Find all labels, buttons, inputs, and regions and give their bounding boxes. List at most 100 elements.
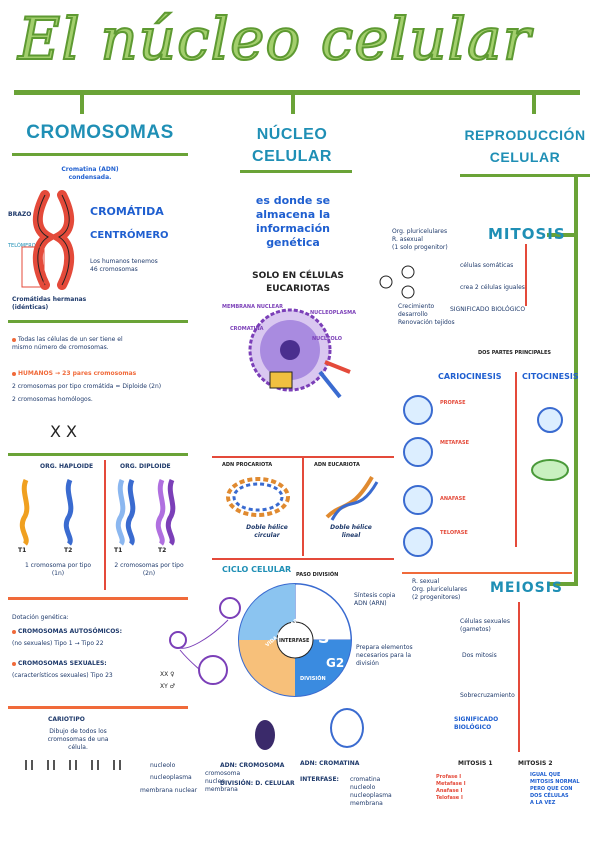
prepara-3: división (356, 660, 379, 667)
t2-label: T2 (64, 547, 73, 554)
divider (8, 597, 188, 600)
profase-label: PROFASE (440, 400, 466, 406)
mitosis1-label: MITOSIS 1 (458, 760, 493, 767)
meiosis-org: R. sexual Org. pluricelulares (2 progeni… (412, 578, 492, 602)
hermanas-label: Cromátidas hermanas (idénticas) (12, 296, 86, 312)
bullet-icon (12, 629, 16, 634)
autosomicos-text: CROMOSOMAS AUTOSÓMICOS: (18, 628, 123, 635)
divider (8, 320, 188, 323)
eucariotas-label: SOLO EN CÉLULAS EUCARIOTAS (248, 270, 348, 296)
divider-vertical (104, 460, 106, 590)
interfase-item-3: nucleoplasma (350, 792, 392, 799)
nucleo-def-4: genética (266, 236, 320, 249)
mitosis-title: MITOSIS (488, 225, 566, 243)
igual-3: PERO QUE CON (530, 786, 573, 792)
interfase-item-2: nucleolo (350, 784, 376, 791)
nucleus-diagram (248, 308, 351, 399)
paso-division: PASO DIVISIÓN (296, 572, 339, 578)
crecimiento-3: Renovación tejidos (398, 319, 455, 326)
diploide-caption-1: 2 cromosomas por tipo (114, 562, 184, 569)
interfase-title: INTERFASE: (300, 776, 339, 783)
nucleo-def: es donde se almacena la información gené… (238, 194, 348, 250)
section-repro-line1: REPRODUCCIÓN (464, 127, 586, 143)
meiosis-title: MEIOSIS (490, 580, 563, 596)
interfase-item-4: membrana (350, 800, 383, 807)
dos-mitosis: Dos mitosis (462, 652, 497, 659)
cariotipo-desc-1: Dibujo de todos los (49, 728, 107, 735)
fase-2: Metafase I (436, 781, 466, 787)
humanos-note-1: Los humanos tenemos (90, 258, 158, 265)
note1-line2: mismo número de cromosomas. (12, 344, 109, 351)
igual-1: IGUAL QUE (530, 772, 561, 778)
t1-label-b: T1 (114, 547, 123, 554)
connector-mitosis (547, 233, 577, 237)
division-item-2: nucleo (205, 778, 225, 785)
interfase-item-1: cromatina (350, 776, 381, 783)
fase-1: Profase I (436, 774, 462, 780)
fase-4: Telofase I (436, 795, 463, 801)
helice-lineal: Doble hélice lineal (316, 524, 386, 540)
cromatina-line1: Cromatina (ADN) (61, 166, 119, 173)
nucleoplasma-label: NUCLEOPLASMA (310, 310, 356, 316)
membrana-label: MEMBRANA NUCLEAR (222, 304, 283, 310)
note-cromosomas: Todas las células de un ser tiene el mis… (12, 336, 187, 352)
significado-meiosis: SIGNIFICADO BIOLÓGICO (454, 716, 499, 731)
dos-celulas: crea 2 células iguales (460, 284, 525, 291)
metafase-label: METAFASE (440, 440, 470, 446)
sexuales-desc: (característicos sexuales) Tipo 23 (12, 672, 113, 679)
citocinesis-icons (531, 407, 569, 481)
prepara-note: Prepara elementos necesarios para la div… (356, 644, 416, 668)
divider (212, 558, 394, 560)
igual-4: DOS CÉLULAS (530, 793, 569, 799)
page-title: El núcleo celular (17, 4, 532, 74)
division-label: DIVISIÓN (300, 676, 326, 682)
cariocinesis-title: CARIOCINESIS (438, 372, 502, 381)
underline (240, 170, 352, 173)
section-repro-line2: CELULAR (489, 149, 561, 165)
helice-lineal-1: Doble hélice (330, 524, 372, 531)
cariotipo-title: CARIOTIPO (48, 716, 85, 723)
nucleo-def-1: es donde se (255, 194, 331, 207)
meiosis-sexuales: Células sexuales (gametos) (460, 618, 510, 633)
adn-procariota: ADN PROCARIOTA (222, 462, 273, 468)
hermanas-line1: Cromátidas hermanas (12, 296, 87, 303)
g2-label: G2 (326, 656, 345, 670)
nucleo-def-2: almacena la (255, 208, 331, 221)
mitosis-phases-icons (403, 395, 433, 557)
cell-cycle-diagram (238, 583, 352, 697)
section-reproduccion: REPRODUCCIÓN CELULAR (455, 124, 595, 168)
branch-line (291, 94, 295, 114)
autosomicos-desc: (no sexuales) Tipo 1 → Tipo 22 (12, 640, 104, 647)
meiosis-bracket (518, 602, 520, 752)
mitosis2-label: MITOSIS 2 (518, 760, 553, 767)
sobrecruzamiento: Sobrecruzamiento (460, 692, 515, 699)
helice-circular-1: Doble hélice (246, 524, 288, 531)
nucleoplasma-item: nucleoplasma (150, 774, 192, 781)
helice-lineal-2: lineal (341, 532, 361, 539)
cromatina-label: Cromatina (ADN) condensada. (40, 166, 140, 182)
crecimiento-block: Crecimiento desarrollo Renovación tejido… (398, 303, 455, 327)
helice-circular-2: circular (254, 532, 280, 539)
meiosis-org-1: R. sexual (412, 578, 440, 585)
interfase-items: cromatina nucleolo nucleoplasma membrana (350, 776, 392, 808)
anafase-label: ANAFASE (440, 496, 466, 502)
crecimiento-2: desarrollo (398, 311, 428, 318)
humanos-note: Los humanos tenemos 46 cromosomas (90, 258, 170, 274)
haploide-caption: 1 cromosoma por tipo (1n) (14, 562, 102, 578)
sintesis-1: Síntesis copia (354, 592, 396, 599)
divider-vertical (302, 456, 304, 556)
igual-note: IGUAL QUE MITOSIS NORMAL PERO QUE CON DO… (530, 772, 590, 807)
branch-line (532, 94, 536, 114)
dotacion-block: Dotación genética: CROMOSOMAS AUTOSÓMICO… (12, 614, 192, 680)
pares1-text: 2 cromosomas por tipo cromátida = Diploi… (12, 383, 162, 390)
fase-3: Anafase I (436, 788, 463, 794)
org-diploide: ORG. DIPLOIDE (120, 463, 171, 470)
t2-label-b: T2 (158, 547, 167, 554)
bullet-icon (12, 337, 16, 342)
pares2-text: 2 cromosomas homólogos. (12, 396, 93, 403)
section-cromosomas: CROMOSOMAS (26, 122, 174, 143)
division-item-3: membrana (205, 786, 238, 793)
adn-cromosoma: ADN: CROMOSOMA (220, 762, 285, 769)
brazo-label: BRAZO (8, 211, 32, 218)
connector-meiosis (548, 582, 578, 586)
